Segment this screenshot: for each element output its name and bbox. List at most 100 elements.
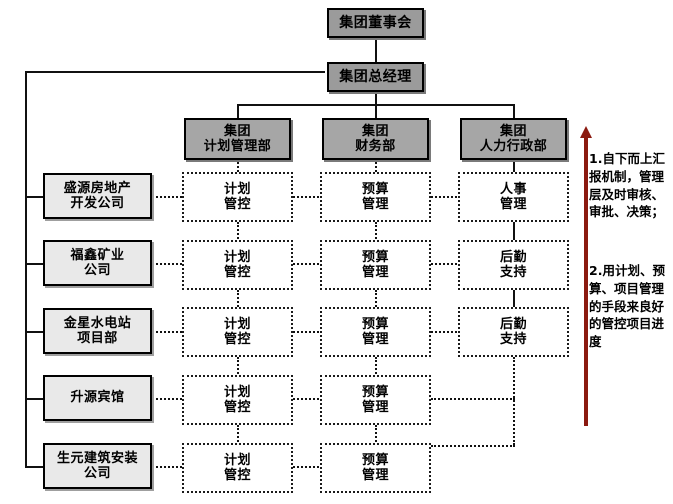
connector-dept1-drop: [237, 104, 239, 118]
connector-col1-to-col2-r4: [293, 398, 319, 400]
connector-left-trunk: [25, 71, 27, 466]
connector-sub3-stub: [25, 331, 43, 333]
box-subsidiary-3[interactable]: 金星水电站 项目部: [43, 308, 152, 354]
fn-r5c2-budget-mgmt[interactable]: 预算 管理: [320, 443, 431, 493]
connector-col2-to-rail-r4: [431, 398, 515, 400]
fn-r2c3-logistics[interactable]: 后勤 支持: [458, 240, 569, 290]
connector-col1-r3-r4: [237, 357, 239, 377]
fn-r5c2-line2: 管理: [361, 468, 389, 483]
arrow-shaft: [584, 136, 588, 426]
fn-r5c1-line2: 管控: [223, 468, 251, 483]
connector-col2-r4-r5: [375, 425, 377, 445]
box-dept-planning-line2: 计划管理部: [203, 139, 272, 154]
box-general-manager-label: 集团总经理: [339, 68, 412, 85]
connector-dept3-drop: [513, 104, 515, 118]
connector-col1-to-col2-r1: [293, 196, 319, 198]
connector-sub5-to-col1: [152, 466, 182, 468]
box-subsidiary-5-line2: 公司: [83, 466, 111, 481]
box-dept-hr-admin[interactable]: 集团 人力行政部: [460, 118, 567, 160]
fn-r3c1-line1: 计划: [223, 316, 251, 332]
fn-r2c1-plan-control[interactable]: 计划 管控: [182, 240, 293, 290]
box-group-board-label: 集团董事会: [339, 14, 412, 31]
connector-sub2-stub: [25, 263, 43, 265]
connector-col2-to-col3-r3: [431, 331, 457, 333]
arrow-head: [580, 126, 592, 138]
box-subsidiary-1[interactable]: 盛源房地产 开发公司: [43, 173, 152, 219]
box-subsidiary-4[interactable]: 升源宾馆: [43, 375, 152, 421]
fn-r1c2-line1: 预算: [361, 181, 389, 197]
fn-r3c1-plan-control[interactable]: 计划 管控: [182, 307, 293, 357]
connector-col3-r1-r2: [513, 222, 515, 242]
fn-r1c2-line2: 管理: [361, 197, 389, 212]
fn-r3c2-line2: 管理: [361, 332, 389, 347]
fn-r3c2-line1: 预算: [361, 316, 389, 332]
fn-r3c2-budget-mgmt[interactable]: 预算 管理: [320, 307, 431, 357]
fn-r1c1-plan-control[interactable]: 计划 管控: [182, 172, 293, 222]
connector-sub5-stub: [25, 466, 43, 468]
annotation-note-1: 1.自下而上汇报机制，管理层及时审核、审批、决策；: [589, 151, 665, 220]
box-subsidiary-2-line1: 福鑫矿业: [70, 247, 125, 263]
fn-r2c2-line1: 预算: [361, 249, 389, 265]
box-subsidiary-2-line2: 公司: [83, 263, 111, 278]
fn-r1c3-hr-mgmt[interactable]: 人事 管理: [458, 172, 569, 222]
connector-board-to-gm: [375, 38, 377, 64]
connector-sub3-to-col1: [152, 331, 182, 333]
fn-r4c1-line1: 计划: [223, 384, 251, 400]
connector-dept3-to-fn: [513, 150, 515, 172]
fn-r4c1-plan-control[interactable]: 计划 管控: [182, 375, 293, 425]
fn-r3c3-line1: 后勤: [499, 316, 527, 332]
fn-r4c2-budget-mgmt[interactable]: 预算 管理: [320, 375, 431, 425]
fn-r2c2-line2: 管理: [361, 265, 389, 280]
connector-col2-to-col3-r2: [431, 263, 457, 265]
fn-r1c3-line1: 人事: [499, 181, 527, 197]
fn-r5c1-line1: 计划: [223, 452, 251, 468]
box-subsidiary-2[interactable]: 福鑫矿业 公司: [43, 240, 152, 286]
fn-r1c1-line2: 管控: [223, 197, 251, 212]
box-dept-finance-line1: 集团: [361, 123, 389, 139]
connector-col2-r3-r4: [375, 357, 377, 377]
connector-gm-left: [25, 71, 325, 73]
box-subsidiary-5-line1: 生元建筑安装: [56, 450, 138, 466]
connector-col2-r1-r2: [375, 222, 377, 242]
box-subsidiary-1-line1: 盛源房地产: [63, 180, 132, 196]
connector-col1-to-col2-r3: [293, 331, 319, 333]
connector-sub4-stub: [25, 398, 43, 400]
connector-sub1-to-col1: [152, 196, 182, 198]
fn-r5c1-plan-control[interactable]: 计划 管控: [182, 443, 293, 493]
connector-col2-to-rail-r5: [431, 445, 515, 447]
connector-col3-rail: [513, 357, 515, 445]
connector-sub1-stub: [25, 196, 43, 198]
connector-col1-to-col2-r5: [293, 466, 319, 468]
fn-r2c1-line1: 计划: [223, 249, 251, 265]
box-subsidiary-5[interactable]: 生元建筑安装 公司: [43, 443, 152, 489]
box-subsidiary-4-line1: 升源宾馆: [70, 390, 125, 406]
fn-r1c2-budget-mgmt[interactable]: 预算 管理: [320, 172, 431, 222]
connector-col1-to-col2-r2: [293, 263, 319, 265]
upward-reporting-arrow-icon: [580, 126, 592, 426]
connector-col2-r2-r3: [375, 290, 377, 310]
fn-r3c3-line2: 支持: [499, 332, 527, 347]
fn-r1c3-line2: 管理: [499, 197, 527, 212]
box-dept-planning[interactable]: 集团 计划管理部: [184, 118, 291, 160]
box-dept-finance[interactable]: 集团 财务部: [322, 118, 429, 160]
box-dept-finance-line2: 财务部: [355, 139, 396, 154]
connector-dept2-drop: [375, 104, 377, 118]
fn-r3c3-logistics[interactable]: 后勤 支持: [458, 307, 569, 357]
fn-r1c1-line1: 计划: [223, 181, 251, 197]
box-subsidiary-3-line1: 金星水电站: [63, 315, 132, 331]
fn-r4c1-line2: 管控: [223, 400, 251, 415]
fn-r2c1-line2: 管控: [223, 265, 251, 280]
fn-r2c3-line2: 支持: [499, 265, 527, 280]
fn-r4c2-line2: 管理: [361, 400, 389, 415]
fn-r2c2-budget-mgmt[interactable]: 预算 管理: [320, 240, 431, 290]
connector-col3-r2-r3: [513, 290, 515, 310]
box-dept-hr-admin-line2: 人力行政部: [479, 139, 548, 154]
box-subsidiary-3-line2: 项目部: [77, 331, 118, 346]
fn-r3c1-line2: 管控: [223, 332, 251, 347]
box-general-manager[interactable]: 集团总经理: [327, 62, 424, 92]
annotation-note-2: 2.用计划、预算、项目管理的手段来良好的管控项目进度: [589, 263, 665, 349]
box-group-board[interactable]: 集团董事会: [327, 8, 424, 38]
connector-dept2-to-fn: [375, 150, 377, 172]
box-subsidiary-1-line2: 开发公司: [70, 196, 125, 211]
